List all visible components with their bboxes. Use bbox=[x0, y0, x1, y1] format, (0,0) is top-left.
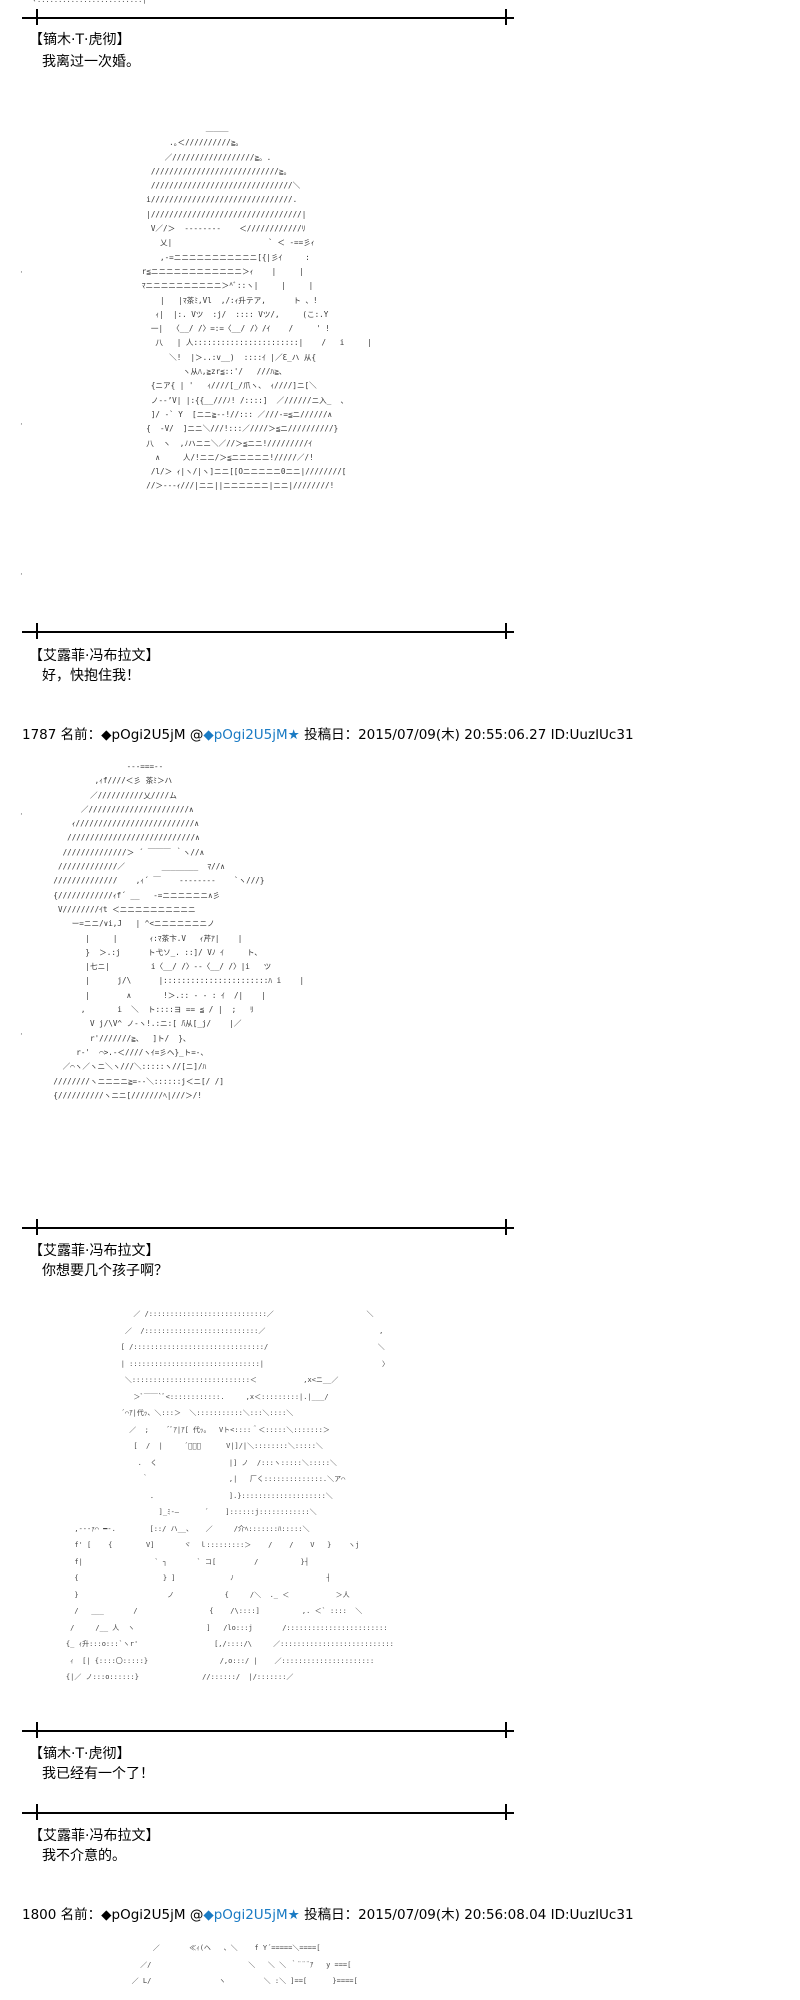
divider-tick bbox=[505, 1722, 507, 1738]
at-sign: @ bbox=[189, 1907, 204, 1923]
divider bbox=[22, 17, 514, 19]
poster-name[interactable]: ◆pOgi2U5jM bbox=[101, 1907, 186, 1923]
divider-tick bbox=[36, 9, 38, 25]
divider-tick bbox=[36, 1804, 38, 1820]
divider-tick bbox=[505, 1804, 507, 1820]
post-id[interactable]: ID:UuzIUc31 bbox=[550, 1907, 634, 1923]
art-fragment-top: ヽ.........................| ´ bbox=[30, 0, 156, 4]
divider-tick bbox=[505, 623, 507, 639]
ascii-art-character-1: ＿＿＿ .｡＜//////////≧。 ／//////////////////≧… bbox=[141, 124, 372, 491]
margin-dot: · bbox=[20, 570, 23, 580]
margin-dot: · bbox=[20, 268, 23, 278]
divider bbox=[22, 1730, 514, 1732]
name-label: 名前： bbox=[60, 1907, 102, 1923]
trip-link[interactable]: ◆pOgi2U5jM bbox=[203, 727, 288, 743]
divider bbox=[22, 1812, 514, 1814]
ascii-art-scene-3: ／ /::::::::::::::::::::::::::::／ ＼ ／ /::… bbox=[65, 1310, 394, 1681]
star-icon[interactable]: ★ bbox=[287, 1907, 300, 1923]
post-header: 1787 名前：◆pOgi2U5jM @◆pOgi2U5jM★ 投稿日：2015… bbox=[22, 726, 634, 744]
speaker-label: 【艾露菲·冯布拉文】 bbox=[29, 1828, 160, 1844]
divider bbox=[22, 631, 514, 633]
name-label: 名前： bbox=[60, 727, 102, 743]
post-id[interactable]: ID:UuzIUc31 bbox=[550, 727, 634, 743]
dialogue-line: 我已经有一个了！ bbox=[42, 1766, 154, 1782]
star-icon[interactable]: ★ bbox=[287, 727, 300, 743]
trip-link[interactable]: ◆pOgi2U5jM bbox=[203, 1907, 288, 1923]
dialogue-line: 我不介意的。 bbox=[42, 1848, 126, 1864]
margin-dot: · bbox=[20, 420, 23, 430]
speaker-label: 【艾露菲·冯布拉文】 bbox=[29, 1243, 160, 1259]
margin-dot: · bbox=[20, 810, 23, 820]
date-label: 投稿日： bbox=[304, 1907, 359, 1923]
at-sign: @ bbox=[189, 727, 204, 743]
poster-name[interactable]: ◆pOgi2U5jM bbox=[101, 727, 186, 743]
date-label: 投稿日： bbox=[304, 727, 359, 743]
dialogue-line: 好，快抱住我！ bbox=[42, 668, 140, 684]
post-date: 2015/07/09(木) 20:56:08.04 bbox=[358, 1907, 547, 1923]
divider-tick bbox=[505, 1219, 507, 1235]
post-date: 2015/07/09(木) 20:55:06.27 bbox=[358, 727, 547, 743]
dialogue-line: 我离过一次婚。 bbox=[42, 54, 140, 70]
divider-tick bbox=[36, 1722, 38, 1738]
divider-tick bbox=[36, 623, 38, 639]
margin-dot: · bbox=[20, 1030, 23, 1040]
divider-tick bbox=[36, 1219, 38, 1235]
divider-tick bbox=[505, 9, 507, 25]
speaker-label: 【镝木·T·虎彻】 bbox=[29, 1746, 131, 1762]
post-number: 1787 bbox=[22, 727, 57, 743]
post-number: 1800 bbox=[22, 1907, 57, 1923]
speaker-label: 【镝木·T·虎彻】 bbox=[29, 32, 131, 48]
dialogue-line: 你想要几个孩子啊？ bbox=[42, 1263, 168, 1279]
ascii-art-fragment-4: ／ ≪ｨ(ヘ 、＼ f Y´=====＼====[ ／/ ＼ ＼ ＼ ｀¨¨¨ｱ… bbox=[131, 1944, 358, 1985]
ascii-art-character-2: ---===-- ,ｨf////＜彡 茶ﾐ＞ハ ／//////////乂////… bbox=[53, 762, 305, 1100]
divider bbox=[22, 1227, 514, 1229]
post-header: 1800 名前：◆pOgi2U5jM @◆pOgi2U5jM★ 投稿日：2015… bbox=[22, 1906, 634, 1924]
speaker-label: 【艾露菲·冯布拉文】 bbox=[29, 648, 160, 664]
